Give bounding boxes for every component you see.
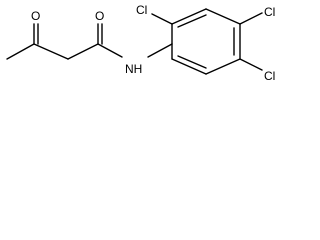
- bond-ketone-to-methylene: [33, 43, 69, 60]
- acetoacetyl-chain: [6, 23, 173, 60]
- ring-double-bond-c2-c3: [177, 14, 207, 28]
- chlorine-2-label: Cl: [136, 3, 147, 17]
- ring-bond-c6-c1: [171, 58, 207, 75]
- bond-ring-to-chlorine-2: [151, 13, 173, 25]
- bond-methyl-to-ketone-carbon: [6, 43, 35, 60]
- bond-amide-carbon-to-nitrogen: [97, 43, 123, 58]
- amide-nitrogen-label: NH: [125, 62, 142, 76]
- bond-ring-to-chlorine-4: [239, 12, 263, 25]
- ketone-oxygen-label: O: [31, 9, 40, 23]
- ring-bond-c3-c4: [205, 8, 241, 25]
- ring-double-bond-c6-c1: [177, 55, 207, 69]
- structure-diagram: O O NH Cl Cl Cl: [6, 3, 275, 83]
- amide-oxygen-label: O: [95, 9, 104, 23]
- bond-nitrogen-to-ring: [147, 43, 173, 58]
- benzene-ring: [171, 8, 241, 75]
- chlorine-4-label: Cl: [264, 5, 275, 19]
- bond-methylene-to-amide-carbon: [67, 43, 99, 60]
- atom-labels: O O NH Cl Cl Cl: [31, 3, 275, 83]
- ring-bond-c5-c6: [205, 58, 241, 75]
- ring-bond-c2-c3: [171, 8, 207, 25]
- chlorine-bonds: [151, 12, 263, 71]
- chlorine-5-label: Cl: [264, 69, 275, 83]
- bond-ring-to-chlorine-5: [239, 58, 263, 71]
